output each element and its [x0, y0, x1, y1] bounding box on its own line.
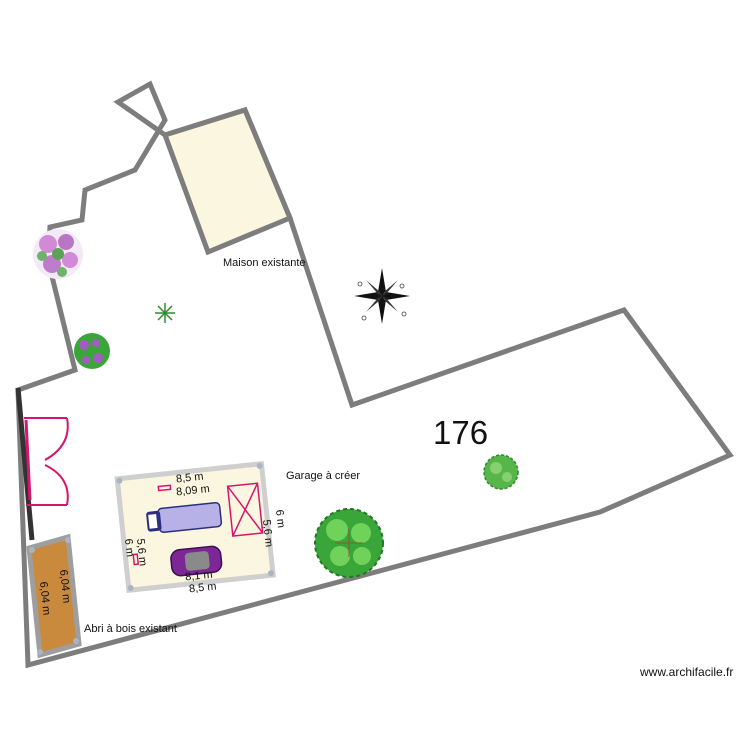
watermark: www.archifacile.fr [639, 665, 733, 679]
dim-garage-right-inner: 5,6 m [260, 519, 275, 548]
dim-garage-top-outer: 8,5 m [175, 471, 204, 486]
garage-window [157, 484, 172, 492]
round-bush [483, 454, 519, 490]
existing-house[interactable] [161, 106, 294, 256]
dim-garage-left-outer: 6 m [122, 538, 136, 557]
area-number: 176 [433, 414, 488, 451]
dim-shed-outer: 6,04 m [37, 581, 52, 616]
wood-shed[interactable] [26, 533, 82, 659]
dim-garage-bottom-inner: 8,1 m [185, 569, 214, 584]
garage[interactable] [114, 460, 276, 593]
compass-rose-icon [354, 268, 410, 324]
property-boundary [15, 80, 734, 669]
large-tree [314, 508, 384, 578]
label-garage: Garage à créer [286, 470, 360, 482]
left-fence [15, 387, 35, 541]
dim-garage-bottom-outer: 8,5 m [188, 581, 217, 596]
shrub-flowered [74, 333, 110, 369]
flower-bush-pink [33, 229, 83, 279]
dim-garage-top-inner: 8,09 m [176, 483, 211, 498]
dim-shed-inner: 6,04 m [57, 569, 72, 604]
dim-garage-right-outer: 6 m [273, 509, 287, 528]
car [170, 545, 223, 577]
garage-door [226, 482, 264, 537]
small-plant-star [155, 303, 175, 323]
label-house: Maison existante [223, 257, 306, 269]
van [146, 501, 223, 534]
label-shed: Abri à bois existant [84, 623, 177, 635]
entrance-door[interactable] [24, 417, 69, 506]
dim-garage-left-inner: 5,6 m [134, 538, 149, 567]
